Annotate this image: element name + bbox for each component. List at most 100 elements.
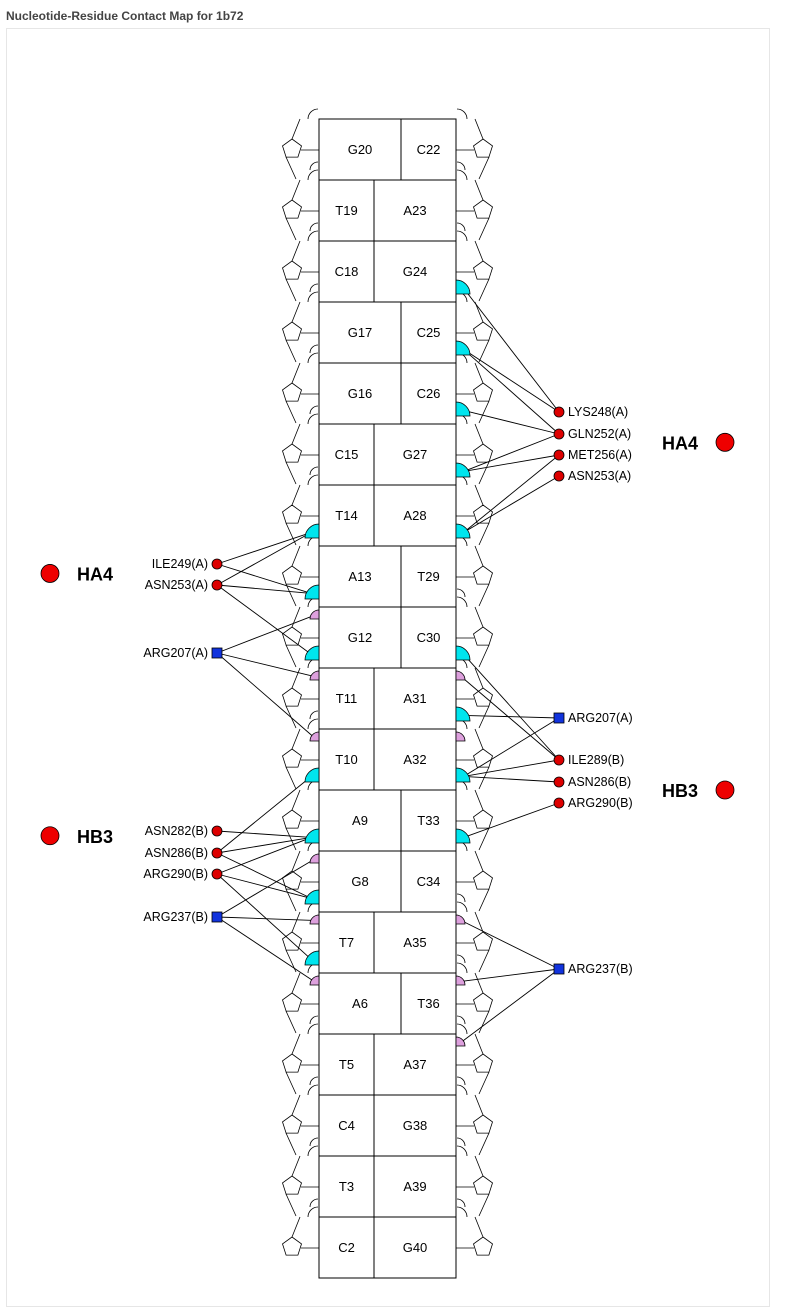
contact-line [463, 454, 560, 533]
contact-line [460, 968, 560, 982]
nucleotide-label: C15 [335, 447, 359, 462]
backbone-link [478, 1132, 490, 1156]
residue-marker [211, 647, 223, 659]
sugar-pentagon [282, 1236, 302, 1256]
backbone-link [291, 1155, 301, 1177]
base-box-right [400, 606, 457, 669]
sugar-pentagon [473, 138, 493, 158]
backbone-link [291, 667, 301, 689]
contact-line [216, 563, 312, 594]
residue-marker [553, 754, 565, 766]
nucleotide-label: C26 [417, 386, 441, 401]
minor-groove-contact-mark [455, 767, 471, 783]
nucleotide-label: A23 [403, 203, 426, 218]
backbone-link [291, 728, 301, 750]
backbone-link [478, 522, 490, 546]
phosphate-arc [456, 1084, 468, 1096]
backbone-link [291, 545, 301, 567]
backbone-link [285, 278, 297, 302]
residue-label: ILE249(A) [152, 557, 208, 571]
contact-line [460, 676, 560, 761]
residue-marker [211, 868, 223, 880]
minor-groove-contact-mark [455, 279, 471, 295]
residue-label: ASN286(B) [568, 775, 631, 789]
nucleotide-label: T11 [336, 691, 357, 706]
sugar-pentagon [473, 260, 493, 280]
residue-label: ASN286(B) [145, 846, 208, 860]
sugar-pentagon [282, 931, 302, 951]
sugar-pentagon [473, 870, 493, 890]
contact-line [216, 532, 312, 586]
backbone-link [291, 423, 301, 445]
contact-line [463, 717, 560, 777]
phosphate-arc [456, 1206, 468, 1218]
backbone-link [291, 972, 301, 994]
backbone-link [291, 240, 301, 262]
backbone-contact-mark [455, 731, 466, 742]
backbone-link [474, 118, 484, 140]
backbone-link [474, 850, 484, 872]
backbone-link [474, 545, 484, 567]
residue-label: ARG237(B) [143, 910, 208, 924]
backbone-link [291, 606, 301, 628]
sugar-pentagon [473, 931, 493, 951]
phosphate-arc [307, 474, 319, 486]
base-box-right [400, 545, 457, 608]
backbone-link [474, 667, 484, 689]
backbone-link [478, 644, 490, 668]
phosphate-arc [309, 405, 319, 415]
backbone-contact-mark [309, 731, 320, 742]
backbone-link [285, 827, 297, 851]
backbone-link [474, 728, 484, 750]
residue-marker [553, 797, 565, 809]
nucleotide-label: T19 [335, 203, 357, 218]
sugar-pentagon [473, 1114, 493, 1134]
minor-groove-contact-mark [455, 706, 471, 722]
base-box-right [373, 423, 457, 486]
residue-marker [211, 825, 223, 837]
backbone-link [474, 911, 484, 933]
backbone-link [291, 1094, 301, 1116]
phosphate-arc [456, 230, 468, 242]
nucleotide-label: A28 [403, 508, 426, 523]
contact-line [216, 873, 312, 899]
backbone-link [478, 1193, 490, 1217]
contact-line [463, 288, 560, 413]
contact-line [216, 852, 312, 899]
contact-line [216, 652, 315, 677]
nucleotide-label: C2 [338, 1240, 355, 1255]
contact-line [216, 584, 312, 655]
contact-line [463, 349, 560, 413]
nucleotide-label: A13 [348, 569, 371, 584]
residue-label: ARG207(A) [143, 646, 208, 660]
residue-marker [211, 558, 223, 570]
backbone-contact-mark [309, 914, 320, 925]
page-title: Nucleotide-Residue Contact Map for 1b72 [6, 9, 244, 23]
backbone-link [291, 301, 301, 323]
backbone-link [285, 1010, 297, 1034]
base-box-right [373, 1094, 457, 1157]
sugar-pentagon [473, 443, 493, 463]
phosphate-arc [309, 161, 319, 171]
nucleotide-label: A37 [403, 1057, 426, 1072]
chain-marker-dot [40, 826, 60, 846]
base-box-left [318, 1094, 375, 1157]
phosphate-arc [309, 710, 319, 720]
sugar-pentagon [282, 1175, 302, 1195]
base-box-left [318, 728, 375, 791]
nucleotide-label: T3 [339, 1179, 354, 1194]
phosphate-arc [456, 954, 466, 964]
backbone-link [291, 118, 301, 140]
minor-groove-contact-mark [455, 462, 471, 478]
phosphate-arc [456, 169, 468, 181]
sugar-pentagon [282, 1114, 302, 1134]
backbone-link [291, 179, 301, 201]
sugar-pentagon [473, 809, 493, 829]
backbone-link [478, 1010, 490, 1034]
sugar-pentagon [282, 382, 302, 402]
phosphate-arc [456, 222, 466, 232]
backbone-link [478, 278, 490, 302]
contact-line [463, 454, 560, 472]
residue-label: GLN252(A) [568, 427, 631, 441]
backbone-link [478, 705, 490, 729]
